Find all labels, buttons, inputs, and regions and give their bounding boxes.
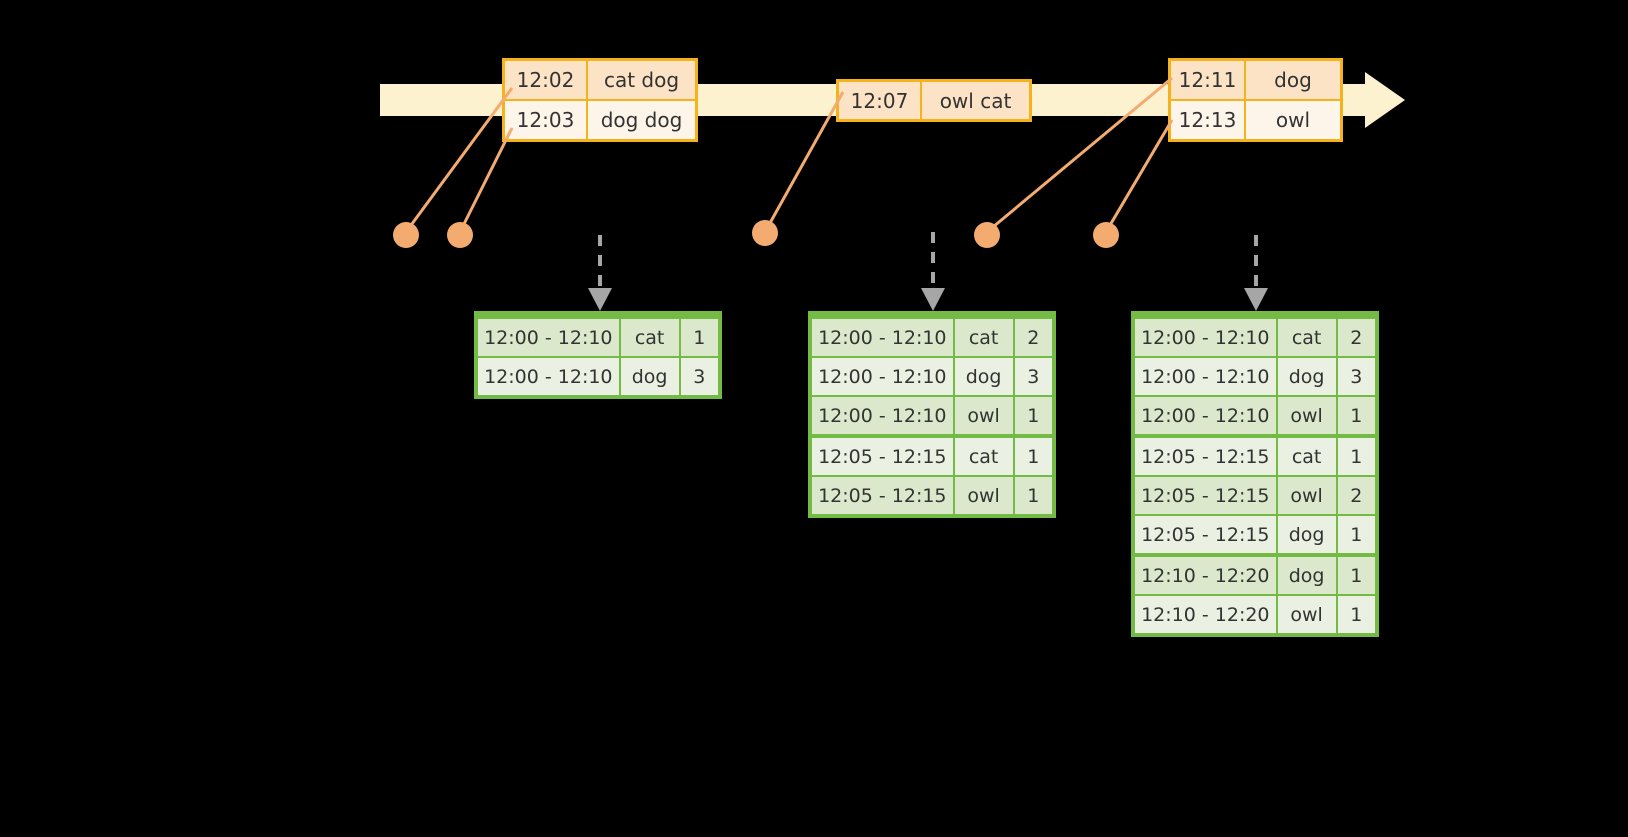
cell-word: dog (1277, 557, 1336, 594)
result-table-2[interactable]: 12:00 - 12:10 cat 2 12:00 - 12:10 dog 3 … (808, 311, 1056, 518)
table-row: 12:00 - 12:10 cat 2 (1135, 319, 1375, 356)
trigger-arrow-head (588, 288, 612, 311)
cell-count: 1 (1337, 516, 1375, 553)
event-row: 12:11 dog (1171, 61, 1340, 99)
cell-window: 12:00 - 12:10 (1135, 397, 1276, 434)
cell-count: 1 (1337, 557, 1375, 594)
cell-word: owl (954, 477, 1013, 514)
event-time: 12:07 (839, 82, 922, 119)
cell-word: cat (1277, 319, 1336, 356)
event-time: 12:11 (1171, 61, 1246, 99)
cell-count: 3 (1337, 358, 1375, 395)
cell-word: owl (1277, 596, 1336, 633)
connector-line (458, 127, 514, 233)
event-words: dog (1274, 68, 1312, 92)
table-row: 12:00 - 12:10 owl 1 (1135, 397, 1375, 434)
table-row: 12:05 - 12:15 cat 1 (812, 438, 1052, 475)
event-row: 12:03 dog dog (505, 99, 695, 139)
event-words: cat dog (603, 68, 680, 92)
event-words: owl (1275, 108, 1311, 132)
cell-count: 2 (1014, 319, 1052, 356)
cell-word: cat (620, 319, 679, 356)
cell-window: 12:00 - 12:10 (812, 358, 953, 395)
trigger-arrow-head (1244, 288, 1268, 311)
result-table-1[interactable]: 12:00 - 12:10 cat 1 12:00 - 12:10 dog 3 (474, 311, 722, 399)
cell-window: 12:10 - 12:20 (1135, 596, 1276, 633)
cell-window: 12:00 - 12:10 (1135, 358, 1276, 395)
cell-word: dog (1277, 516, 1336, 553)
cell-count: 3 (1014, 358, 1052, 395)
cell-window: 12:05 - 12:15 (812, 438, 953, 475)
event-words: dog dog (600, 108, 683, 132)
event-row: 12:13 owl (1171, 99, 1340, 139)
event-row: 12:07 owl cat (839, 82, 1029, 119)
cell-word: owl (954, 397, 1013, 434)
cell-window: 12:00 - 12:10 (812, 319, 953, 356)
connector-dot (447, 222, 473, 248)
table-row: 12:05 - 12:15 dog 1 (1135, 516, 1375, 553)
table-row: 12:00 - 12:10 dog 3 (478, 358, 718, 395)
event-row: 12:02 cat dog (505, 61, 695, 99)
table-row: 12:10 - 12:20 dog 1 (1135, 557, 1375, 594)
table-row: 12:05 - 12:15 owl 2 (1135, 477, 1375, 514)
table-row: 12:00 - 12:10 dog 3 (1135, 358, 1375, 395)
cell-word: dog (954, 358, 1013, 395)
cell-count: 1 (1014, 397, 1052, 434)
cell-window: 12:05 - 12:15 (1135, 477, 1276, 514)
cell-window: 12:00 - 12:10 (478, 319, 619, 356)
cell-word: dog (1277, 358, 1336, 395)
event-group-3[interactable]: 12:11 dog 12:13 owl (1168, 58, 1343, 142)
connector-dot (752, 220, 778, 246)
timeline-arrow-head (1365, 72, 1405, 128)
connector-dot (974, 222, 1000, 248)
connector-dot (393, 222, 419, 248)
cell-window: 12:10 - 12:20 (1135, 557, 1276, 594)
cell-word: cat (954, 438, 1013, 475)
event-group-1[interactable]: 12:02 cat dog 12:03 dog dog (502, 58, 698, 142)
table-row: 12:00 - 12:10 cat 1 (478, 319, 718, 356)
cell-window: 12:05 - 12:15 (1135, 516, 1276, 553)
result-table-3[interactable]: 12:00 - 12:10 cat 2 12:00 - 12:10 dog 3 … (1131, 311, 1379, 637)
cell-count: 2 (1337, 477, 1375, 514)
table-row: 12:00 - 12:10 cat 2 (812, 319, 1052, 356)
cell-word: dog (620, 358, 679, 395)
table-row: 12:00 - 12:10 dog 3 (812, 358, 1052, 395)
table-row: 12:00 - 12:10 owl 1 (812, 397, 1052, 434)
cell-word: cat (1277, 438, 1336, 475)
cell-window: 12:05 - 12:15 (1135, 438, 1276, 475)
cell-count: 1 (680, 319, 718, 356)
event-time: 12:13 (1171, 101, 1246, 139)
connector-line (1104, 119, 1174, 233)
event-words: owl cat (939, 88, 1012, 113)
cell-count: 1 (1014, 438, 1052, 475)
event-time: 12:02 (505, 61, 588, 99)
cell-window: 12:00 - 12:10 (812, 397, 953, 434)
cell-count: 3 (680, 358, 718, 395)
cell-count: 1 (1014, 477, 1052, 514)
event-group-2[interactable]: 12:07 owl cat (836, 79, 1032, 122)
trigger-arrow-head (921, 288, 945, 311)
table-row: 12:05 - 12:15 owl 1 (812, 477, 1052, 514)
cell-word: owl (1277, 477, 1336, 514)
table-row: 12:05 - 12:15 cat 1 (1135, 438, 1375, 475)
cell-word: owl (1277, 397, 1336, 434)
cell-window: 12:00 - 12:10 (478, 358, 619, 395)
cell-window: 12:00 - 12:10 (1135, 319, 1276, 356)
cell-window: 12:05 - 12:15 (812, 477, 953, 514)
cell-word: cat (954, 319, 1013, 356)
event-time: 12:03 (505, 101, 588, 139)
cell-count: 1 (1337, 596, 1375, 633)
table-row: 12:10 - 12:20 owl 1 (1135, 596, 1375, 633)
cell-count: 1 (1337, 438, 1375, 475)
cell-count: 1 (1337, 397, 1375, 434)
cell-count: 2 (1337, 319, 1375, 356)
connector-dot (1093, 222, 1119, 248)
